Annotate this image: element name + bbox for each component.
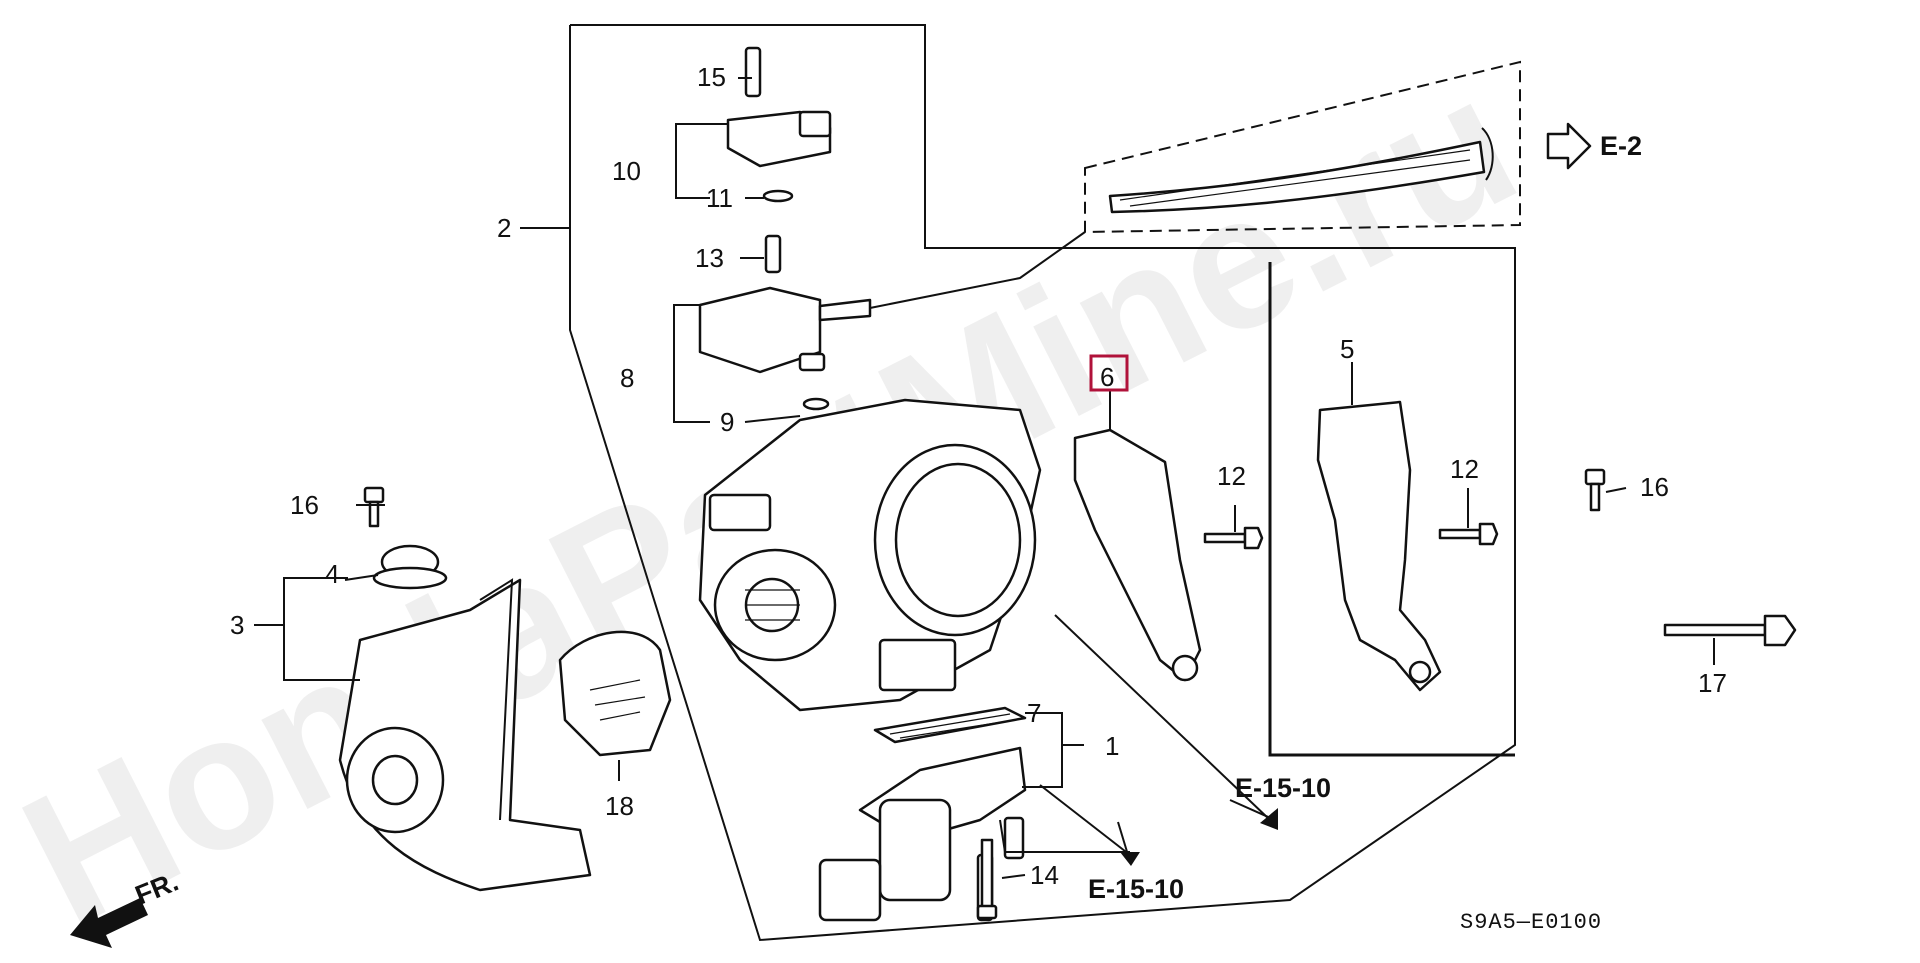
hose-part xyxy=(1108,127,1494,214)
iac-valve-part xyxy=(698,231,1086,411)
callout-2[interactable]: 2 xyxy=(497,213,511,243)
ref-arrow-e2 xyxy=(1546,122,1592,170)
grommet-4-part xyxy=(372,544,448,590)
assembly-frame xyxy=(569,24,1521,942)
callout-4[interactable]: 4 xyxy=(325,559,339,589)
tps-sensor-part xyxy=(818,746,1027,922)
callout-6[interactable]: 6 xyxy=(1100,362,1114,392)
ref-label-e2[interactable]: E-2 xyxy=(1600,131,1642,161)
callout-3[interactable]: 3 xyxy=(230,610,244,640)
callout-8[interactable]: 8 xyxy=(620,363,634,393)
bracket-5-part xyxy=(1316,400,1442,692)
callout-5[interactable]: 5 xyxy=(1340,334,1354,364)
cover-3-part xyxy=(338,578,592,892)
ref-arrow-e1510b xyxy=(1117,821,1140,866)
bolt-12-right xyxy=(1438,522,1499,546)
gasket-part xyxy=(873,706,1027,744)
bracket-6-part xyxy=(1073,428,1202,682)
callout-16-left[interactable]: 16 xyxy=(290,490,319,520)
map-sensor-part xyxy=(726,46,832,203)
leader-lines xyxy=(254,77,1715,879)
callout-16-right[interactable]: 16 xyxy=(1640,472,1669,502)
callout-15[interactable]: 14 xyxy=(1030,860,1059,890)
throttle-body-part xyxy=(698,398,1042,712)
callout-17[interactable]: 17 xyxy=(1698,668,1727,698)
callout-14[interactable]: 15 xyxy=(697,62,726,92)
cover-18-part xyxy=(558,630,672,757)
bolt-15-part xyxy=(976,838,998,920)
ref-label-e1510-upper[interactable]: E-15-10 xyxy=(1235,773,1331,803)
callout-6-highlight xyxy=(1089,354,1129,392)
front-arrow-icon xyxy=(70,898,148,948)
callout-9[interactable]: 9 xyxy=(720,407,734,437)
callout-12-right[interactable]: 12 xyxy=(1450,454,1479,484)
bolt-17-part xyxy=(1663,614,1797,647)
ref-arrow-e1510a xyxy=(1229,799,1278,830)
callout-13[interactable]: 13 xyxy=(695,243,724,273)
ref-label-e1510-lower[interactable]: E-15-10 xyxy=(1088,874,1184,904)
callout-10[interactable]: 10 xyxy=(612,156,641,186)
callout-1[interactable]: 1 xyxy=(1105,731,1119,761)
bolt-12-left xyxy=(1203,526,1264,550)
callout-11[interactable]: 11 xyxy=(706,183,733,213)
callout-18[interactable]: 18 xyxy=(605,791,634,821)
bolt-16-left xyxy=(363,486,385,528)
callout-12-left[interactable]: 12 xyxy=(1217,461,1246,491)
drawing-code: S9A5—E0100 xyxy=(1460,910,1602,935)
bolt-16-right xyxy=(1584,468,1606,512)
callout-7[interactable]: 7 xyxy=(1027,698,1041,728)
